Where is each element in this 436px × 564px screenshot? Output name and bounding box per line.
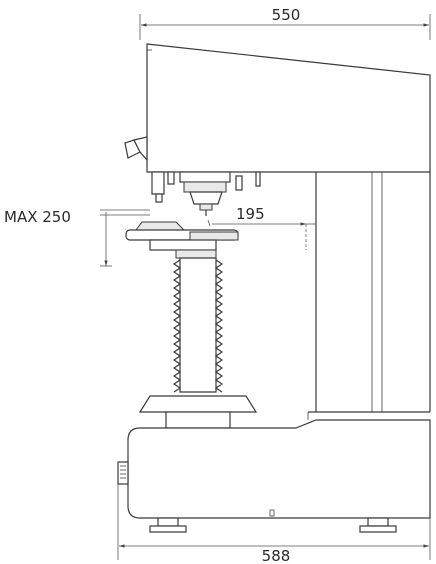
throat-depth-dimension: 195: [207, 205, 316, 250]
top-width-label: 550: [272, 6, 301, 24]
head-housing: [124, 43, 431, 173]
top-width-dimension: 550: [139, 6, 431, 40]
throat-depth-label: 195: [236, 205, 265, 223]
base-housing: [117, 419, 431, 519]
elevating-screw-bellows: [172, 257, 224, 393]
max-height-label: MAX 250: [4, 208, 71, 226]
lower-collar: [138, 395, 258, 429]
frame-column: [307, 172, 431, 420]
bottom-width-dimension: 588: [117, 484, 431, 564]
bottom-width-label: 588: [262, 547, 291, 564]
feet: [149, 517, 397, 533]
indenter-assembly: [151, 171, 261, 216]
anvil-table: [125, 221, 239, 259]
max-height-dimension: MAX 250: [4, 208, 150, 267]
